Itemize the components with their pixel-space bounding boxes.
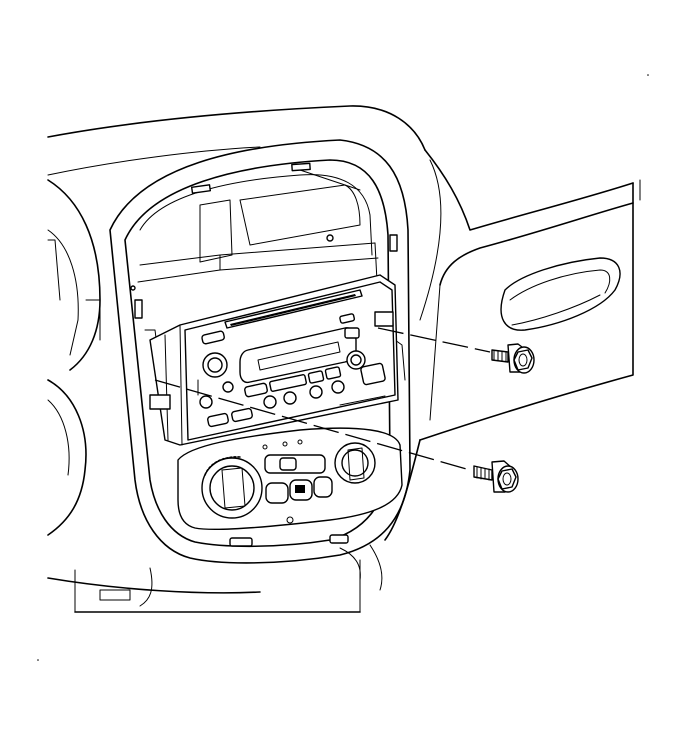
radio-mounting-screw-upper [377,327,535,374]
speck [37,659,39,661]
heater-control [177,427,403,547]
glove-box-door [429,202,634,421]
radio-bezel-opening [109,139,411,564]
speck [647,74,649,76]
radio-mounting-screw-lower [154,379,519,493]
instrument-panel [47,105,641,613]
radio-unit [149,274,399,446]
